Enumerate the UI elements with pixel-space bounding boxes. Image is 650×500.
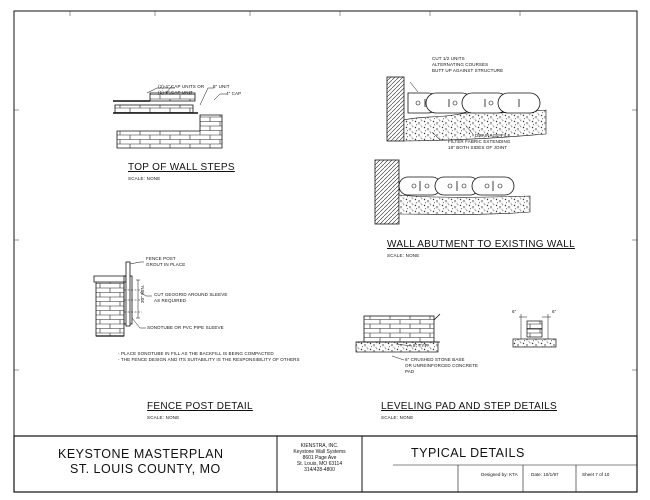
- leveling-note-3: OR UNREINFORCED CONCRETE: [405, 363, 479, 368]
- company-line-5: 314/428-4800: [304, 467, 335, 473]
- top-steps-note-3: 8" UNIT: [213, 84, 230, 89]
- top-steps-note-4: 4" CAP: [226, 91, 242, 96]
- abutment-note-1: CUT 1/2 UNITS: [432, 56, 465, 61]
- fence-note-5: 30" MIN.: [140, 284, 145, 303]
- leveling-scale: SCALE: NONE: [381, 415, 414, 420]
- company-line-2: Keystone Wall Systems: [293, 449, 346, 455]
- abutment-note-4: DRAINAGE FILL: [475, 133, 511, 138]
- abutment-note-5: FILTER FABRIC EXTENDING: [448, 139, 511, 144]
- date-field: Date: 10/1/97: [531, 472, 559, 477]
- abutment-plan-upper: [386, 76, 547, 142]
- title-block-frame: [13, 435, 638, 493]
- company-line-4: St. Louis, MO 63114: [296, 461, 343, 467]
- top-steps-note-1: (2)-4" CAP UNITS OR: [158, 84, 205, 89]
- leveling-pad-drawing: [355, 313, 557, 361]
- fence-title: FENCE POST DETAIL: [147, 401, 253, 412]
- side-tick-marks: [14, 109, 637, 371]
- fence-note-1: FENCE POST: [146, 256, 176, 261]
- fence-note-4: AS REQUIRED: [154, 298, 187, 303]
- drawing-title: TYPICAL DETAILS: [411, 446, 525, 460]
- abutment-scale: SCALE: NONE: [387, 253, 420, 258]
- top-steps-title: TOP OF WALL STEPS: [128, 162, 235, 173]
- leveling-note-6: 6": [552, 309, 557, 314]
- project-location: ST. LOUIS COUNTY, MO: [70, 462, 221, 476]
- top-of-wall-steps-drawing: [113, 85, 226, 149]
- sheet-border: [13, 10, 638, 493]
- abutment-note-3: BUTT UP AGAINST STRUCTURE: [432, 68, 504, 73]
- top-tick-marks: [69, 11, 521, 16]
- leveling-note-2: 6" CRUSHED STONE BASE: [405, 357, 465, 362]
- fence-note-3: CUT GEOGRID AROUND SLEEVE: [154, 292, 228, 297]
- leveling-note-1: 8" TYP.: [413, 343, 429, 348]
- fence-note-2: GROUT IN PLACE: [146, 262, 186, 267]
- company-line-1: KIENSTRA, INC.: [300, 443, 339, 449]
- leveling-note-5: 6": [512, 309, 517, 314]
- leveling-title: LEVELING PAD AND STEP DETAILS: [381, 401, 557, 412]
- fence-note-6: SONOTUBE OR PVC PIPE SLEEVE: [147, 325, 224, 330]
- abutment-note-2: ALTERNATING COURSES: [432, 62, 489, 67]
- sheet-number-field: Sheet 7 of 10: [582, 472, 610, 477]
- project-name: KEYSTONE MASTERPLAN: [58, 447, 224, 461]
- fence-scale: SCALE: NONE: [147, 415, 180, 420]
- fence-footnote-2: - THE FENCE DESIGN AND ITS SUITABILITY I…: [118, 357, 300, 362]
- fence-footnote-1: - PLACE SONOTUBE IN FILL AS THE BACKFILL…: [118, 351, 274, 356]
- abutment-plan-lower: [374, 159, 531, 225]
- company-info: KIENSTRA, INC. Keystone Wall Systems 860…: [277, 444, 362, 473]
- top-steps-note-2: (1)-8" CAP UNIT: [158, 90, 193, 95]
- leveling-note-4: PAD: [405, 369, 415, 374]
- designed-by-field: Designed by: KTA: [481, 472, 518, 477]
- abutment-note-6: 18" BOTH SIDES OF JOINT: [448, 145, 508, 150]
- company-line-3: 8601 Page Ave: [302, 455, 337, 461]
- fence-post-drawing: [93, 261, 152, 337]
- top-steps-scale: SCALE: NONE: [128, 176, 161, 181]
- abutment-title: WALL ABUTMENT TO EXISTING WALL: [387, 239, 575, 250]
